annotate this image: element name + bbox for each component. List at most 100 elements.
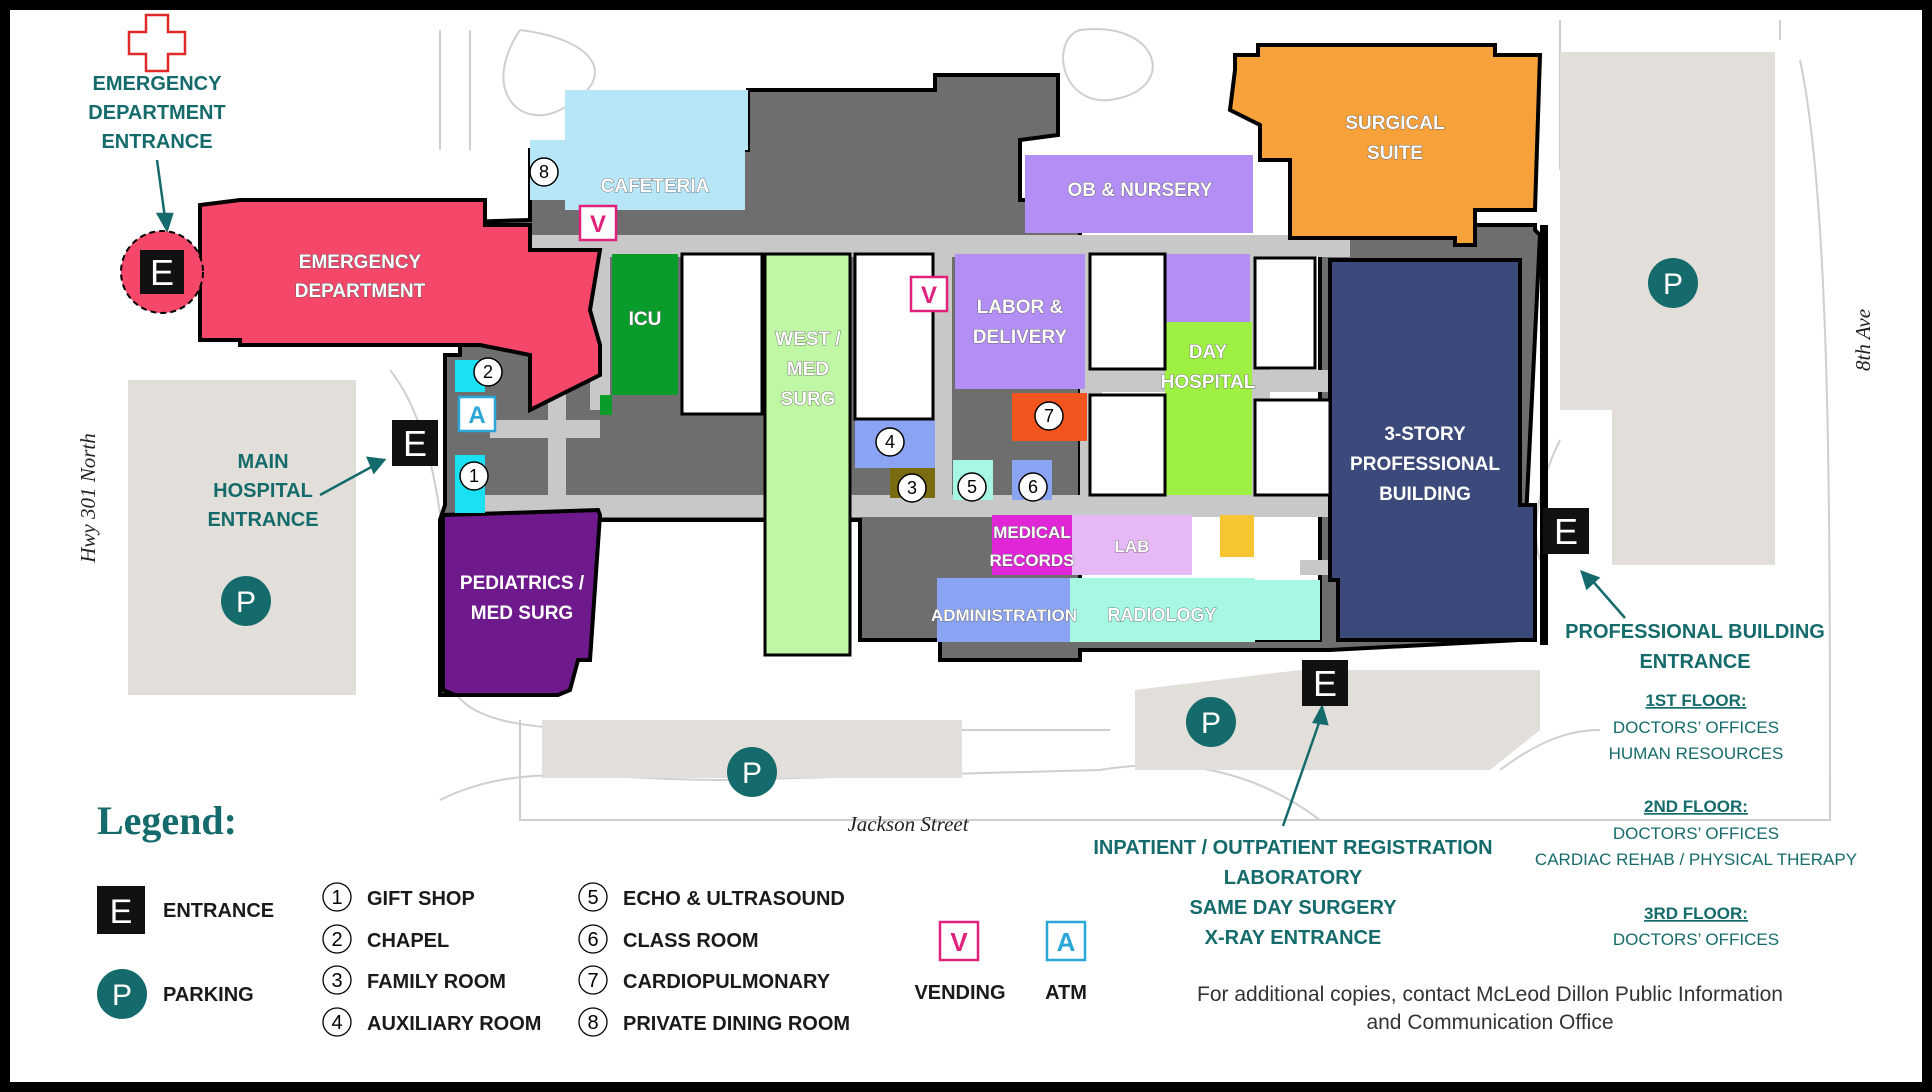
emergency-label-2: DEPARTMENT <box>295 281 426 302</box>
floor-2-line-1: DOCTORS’ OFFICES <box>1613 824 1779 843</box>
surgical-label-2: SUITE <box>1367 143 1423 164</box>
svg-text:ECHO & ULTRASOUND: ECHO & ULTRASOUND <box>623 888 845 910</box>
day-hospital-label-1: DAY <box>1189 342 1228 363</box>
hallways <box>480 235 1350 575</box>
reg-entrance-label-3: SAME DAY SURGERY <box>1189 897 1397 919</box>
parking-marker-southeast: P <box>1186 697 1236 747</box>
legend-vending: V VENDING <box>914 920 1006 1004</box>
floor-2-title: 2ND FLOOR: <box>1644 797 1748 816</box>
legend-entrance-label: ENTRANCE <box>163 900 274 922</box>
legend-entrance: E ENTRANCE <box>97 886 274 934</box>
lab-area <box>1072 515 1192 575</box>
svg-text:P: P <box>236 586 256 619</box>
svg-text:3: 3 <box>907 478 917 498</box>
cafeteria-area <box>530 90 748 210</box>
labor-label-1: LABOR & <box>977 297 1064 318</box>
surgical-suite-area <box>1227 43 1543 247</box>
svg-text:4: 4 <box>331 1012 342 1034</box>
courtyards <box>680 252 1332 497</box>
map-number-markers: 8 2 1 4 3 5 6 7 <box>459 157 1064 503</box>
labor-extra-area <box>1165 254 1250 322</box>
administration-label: ADMINISTRATION <box>931 606 1077 625</box>
jackson-street-label: Jackson Street <box>847 812 969 836</box>
floor-3-title: 3RD FLOOR: <box>1644 904 1748 923</box>
professional-label-2: PROFESSIONAL <box>1350 454 1500 475</box>
west-label-3: SURG <box>781 389 836 410</box>
svg-text:V: V <box>590 211 606 238</box>
emergency-department-area <box>198 198 603 414</box>
parking-lot-west <box>128 380 356 695</box>
icu-label: ICU <box>629 309 662 330</box>
medical-records-area <box>992 515 1072 575</box>
svg-text:P: P <box>1201 707 1221 740</box>
pediatrics-label-1: PEDIATRICS / <box>460 573 585 594</box>
svg-text:CHAPEL: CHAPEL <box>367 930 449 952</box>
main-entrance-label-1: MAIN <box>237 451 288 473</box>
marker-6: 6 <box>1018 472 1048 502</box>
footer-line-2: and Communication Office <box>1366 1011 1613 1034</box>
floor-3-line-1: DOCTORS’ OFFICES <box>1613 930 1779 949</box>
floor-directory: 1ST FLOOR: DOCTORS’ OFFICES HUMAN RESOUR… <box>1535 691 1857 949</box>
ob-nursery-area <box>1025 155 1253 233</box>
hwy-301-label: Hwy 301 North <box>76 433 100 564</box>
entrance-markers: E E E E <box>120 230 1589 706</box>
prof-entrance-label-1: PROFESSIONAL BUILDING <box>1565 621 1825 643</box>
svg-text:E: E <box>110 893 133 931</box>
vending-marker-cafeteria: V <box>578 204 618 242</box>
prof-entrance-marker: E <box>1543 508 1589 554</box>
reg-entrance-label-1: INPATIENT / OUTPATIENT REGISTRATION <box>1093 837 1492 859</box>
marker-7: 7 <box>1034 401 1064 431</box>
svg-text:LABOR &DELIVERY: LABOR & DELIVERY <box>973 297 1068 348</box>
entrance-arrows <box>155 159 1626 827</box>
professional-building-area <box>1328 258 1537 642</box>
marker-8: 8 <box>529 157 559 187</box>
marker-5: 5 <box>957 472 987 502</box>
svg-text:1: 1 <box>331 887 342 909</box>
icu-area <box>600 254 678 415</box>
footer-note: For additional copies, contact McLeod Di… <box>1197 983 1783 1034</box>
ob-nursery-label: OB & NURSERY <box>1068 180 1213 201</box>
svg-text:8: 8 <box>539 162 549 182</box>
parking-markers: P P P P <box>221 258 1698 797</box>
svg-text:8: 8 <box>587 1012 598 1034</box>
parking-marker-east: P <box>1648 258 1698 308</box>
main-entrance-marker: E <box>392 420 438 466</box>
er-entrance-marker: E <box>140 250 184 294</box>
pediatrics-label-2: MED SURG <box>471 603 573 624</box>
svg-text:3: 3 <box>331 970 342 992</box>
reg-entrance-marker: E <box>1302 660 1348 706</box>
er-entrance-label-3: ENTRANCE <box>101 131 212 153</box>
pediatrics-area <box>441 507 603 697</box>
svg-text:P: P <box>112 979 132 1012</box>
svg-text:1: 1 <box>469 466 479 486</box>
svg-text:V: V <box>921 282 937 309</box>
labor-label-2: DELIVERY <box>973 327 1068 348</box>
er-entrance-label-2: DEPARTMENT <box>88 102 225 124</box>
legend-parking: P PARKING <box>97 969 254 1019</box>
svg-text:P: P <box>1663 268 1683 301</box>
west-label-1: WEST / <box>775 329 841 350</box>
marker-4: 4 <box>875 427 905 457</box>
svg-text:5: 5 <box>967 477 977 497</box>
svg-text:AUXILIARY ROOM: AUXILIARY ROOM <box>367 1013 541 1035</box>
parking-lot-east <box>1560 52 1775 565</box>
legend-atm-label: ATM <box>1045 982 1087 1004</box>
reg-entrance-label-4: X-RAY ENTRANCE <box>1205 927 1382 949</box>
professional-label-3: BUILDING <box>1379 484 1471 505</box>
marker-3: 3 <box>897 473 927 503</box>
svg-text:2: 2 <box>483 362 493 382</box>
